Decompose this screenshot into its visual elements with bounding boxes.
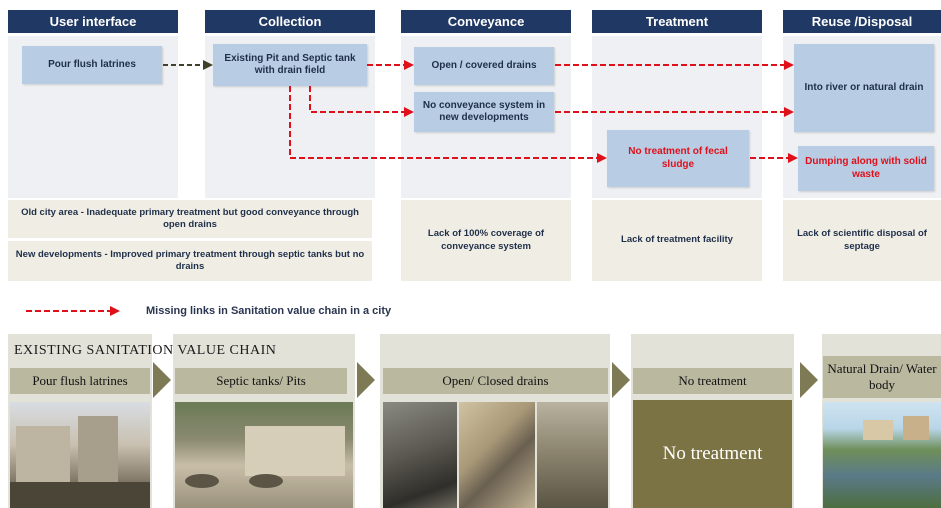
- stage-septic-tanks-pits: Septic tanks/ Pits: [175, 368, 347, 394]
- box-dumping-solid-waste: Dumping along with solid waste: [798, 146, 934, 191]
- note-conveyance-gap: Lack of 100% coverage of conveyance syst…: [401, 200, 571, 281]
- stage-natural-drain-water-body: Natural Drain/ Water body: [823, 356, 941, 398]
- no-treatment-panel: No treatment: [633, 400, 792, 508]
- photo-drains-2: [459, 402, 535, 508]
- header-conveyance: Conveyance: [401, 10, 571, 33]
- photo-drains-1: [383, 402, 457, 508]
- note-treatment-gap: Lack of treatment facility: [592, 200, 762, 281]
- chevron-icon: [800, 362, 818, 398]
- legend-text: Missing links in Sanitation value chain …: [146, 305, 392, 317]
- chevron-icon: [612, 362, 630, 398]
- header-treatment: Treatment: [592, 10, 762, 33]
- header-user-interface: User interface: [8, 10, 178, 33]
- note-disposal-gap: Lack of scientific disposal of septage: [783, 200, 941, 281]
- box-open-covered-drains: Open / covered drains: [414, 47, 554, 85]
- chevron-icon: [153, 362, 171, 398]
- photo-latrines: [10, 402, 150, 508]
- box-pour-flush-latrines: Pour flush latrines: [22, 46, 162, 84]
- bottom-title: EXISTING SANITATION VALUE CHAIN: [14, 343, 277, 358]
- photo-water-body: [823, 402, 941, 508]
- photo-septic-tanks: [175, 402, 353, 508]
- no-treatment-panel-text: No treatment: [662, 443, 763, 464]
- header-reuse-disposal: Reuse /Disposal: [783, 10, 941, 33]
- box-no-conveyance-system: No conveyance system in new developments: [414, 92, 554, 132]
- chevron-icon: [357, 362, 375, 398]
- stage-pour-flush-latrines: Pour flush latrines: [10, 368, 150, 394]
- stage-open-closed-drains: Open/ Closed drains: [383, 368, 608, 394]
- arrow-pit-to-no-conveyance: [309, 86, 414, 117]
- note-old-city: Old city area - Inadequate primary treat…: [8, 200, 372, 238]
- note-new-developments: New developments - Improved primary trea…: [8, 241, 372, 281]
- photo-drains-3: [537, 402, 608, 508]
- stage-no-treatment: No treatment: [633, 368, 792, 394]
- header-collection: Collection: [205, 10, 375, 33]
- box-existing-pit-septic: Existing Pit and Septic tank with drain …: [213, 44, 367, 86]
- box-into-river: Into river or natural drain: [794, 44, 934, 132]
- box-no-treatment-fecal-sludge: No treatment of fecal sludge: [607, 130, 749, 187]
- arrow-pit-to-no-treatment: [289, 86, 607, 163]
